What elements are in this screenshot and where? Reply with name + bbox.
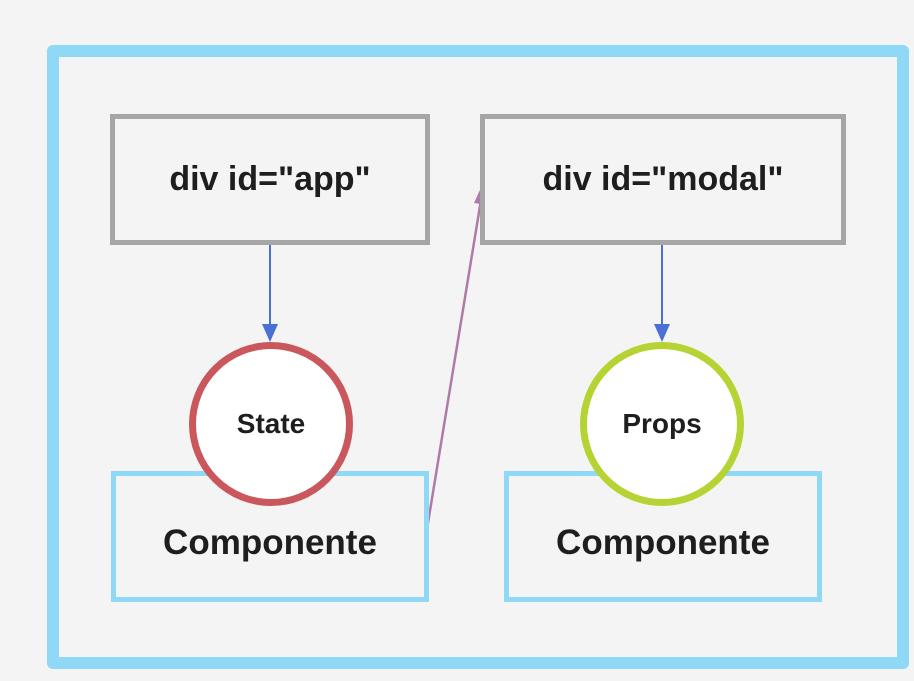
state-label: State — [236, 408, 306, 439]
left-component-label: Componente — [163, 522, 377, 562]
app-div-label: div id="app" — [169, 160, 371, 198]
app-div-box: div id="app" — [110, 114, 430, 245]
state-circle: State — [189, 342, 353, 506]
modal-div-label: div id="modal" — [542, 160, 784, 198]
modal-div-box: div id="modal" — [480, 114, 846, 245]
props-label: Props — [622, 408, 702, 439]
props-circle: Props — [580, 342, 744, 506]
left-component-box: Componente — [111, 471, 429, 602]
right-component-label: Componente — [556, 522, 770, 562]
